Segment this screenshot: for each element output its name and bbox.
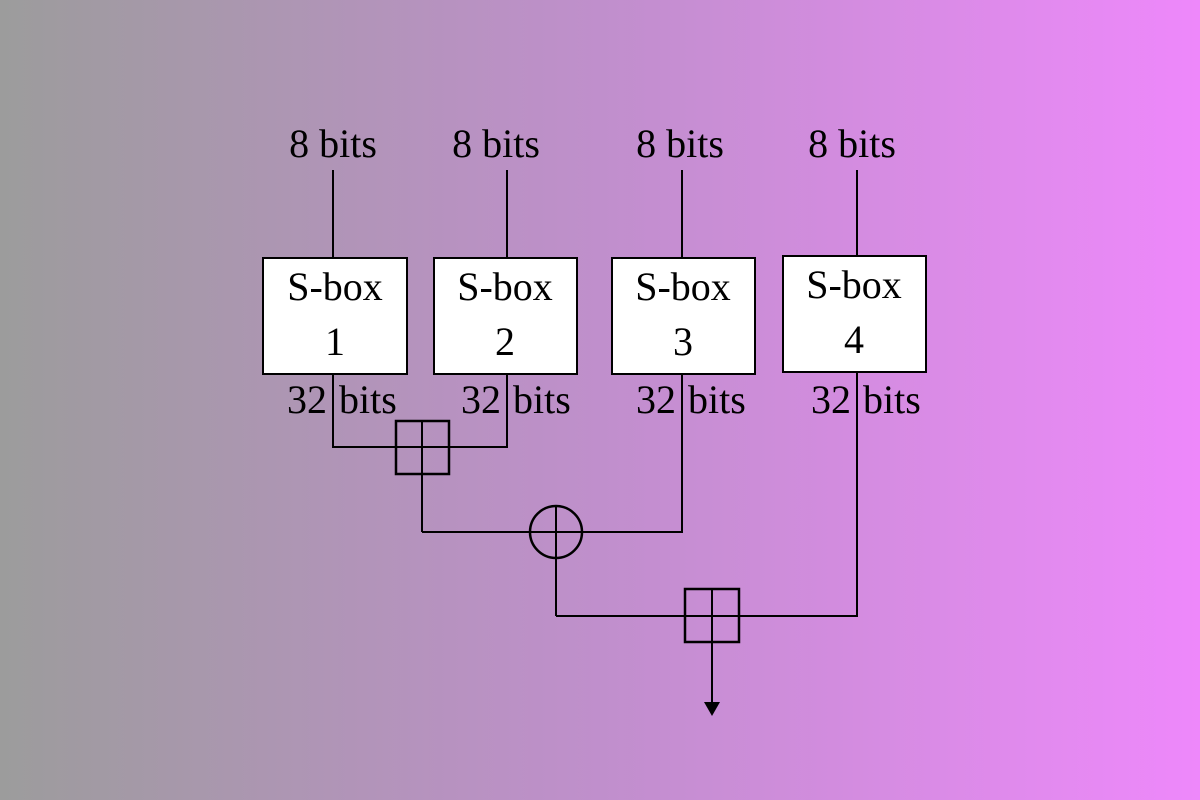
wire-xor-row: [422, 374, 683, 533]
sbox-2-number: 2: [495, 319, 515, 364]
sbox-3-number: 3: [673, 319, 693, 364]
output-1-size: 32: [287, 377, 327, 422]
sbox-4-title: S-box: [806, 262, 902, 307]
sbox-4: S-box 4: [782, 255, 927, 373]
output-arrow-icon: [704, 702, 720, 716]
sbox-3-title: S-box: [635, 264, 731, 309]
sbox-2: S-box 2: [433, 257, 578, 375]
sbox-3: S-box 3: [611, 257, 756, 375]
modular-add-icon-1: [394, 419, 451, 476]
output-4-unit: bits: [863, 377, 921, 422]
sbox-2-title: S-box: [457, 264, 553, 309]
output-2-size: 32: [461, 377, 501, 422]
sbox-1: S-box 1: [262, 257, 408, 375]
sbox-1-number: 1: [325, 319, 345, 364]
wire-add2-row: [556, 372, 858, 617]
output-4-size: 32: [811, 377, 851, 422]
output-1-unit: bits: [339, 377, 397, 422]
input-label-1: 8 bits: [289, 121, 377, 166]
output-3-size: 32: [636, 377, 676, 422]
xor-icon: [528, 504, 584, 560]
input-label-2: 8 bits: [452, 121, 540, 166]
output-2-unit: bits: [513, 377, 571, 422]
output-3-unit: bits: [688, 377, 746, 422]
modular-add-icon-2: [683, 587, 741, 644]
input-label-3: 8 bits: [636, 121, 724, 166]
sbox-4-number: 4: [844, 317, 864, 362]
input-label-4: 8 bits: [808, 121, 896, 166]
sbox-1-title: S-box: [287, 264, 383, 309]
